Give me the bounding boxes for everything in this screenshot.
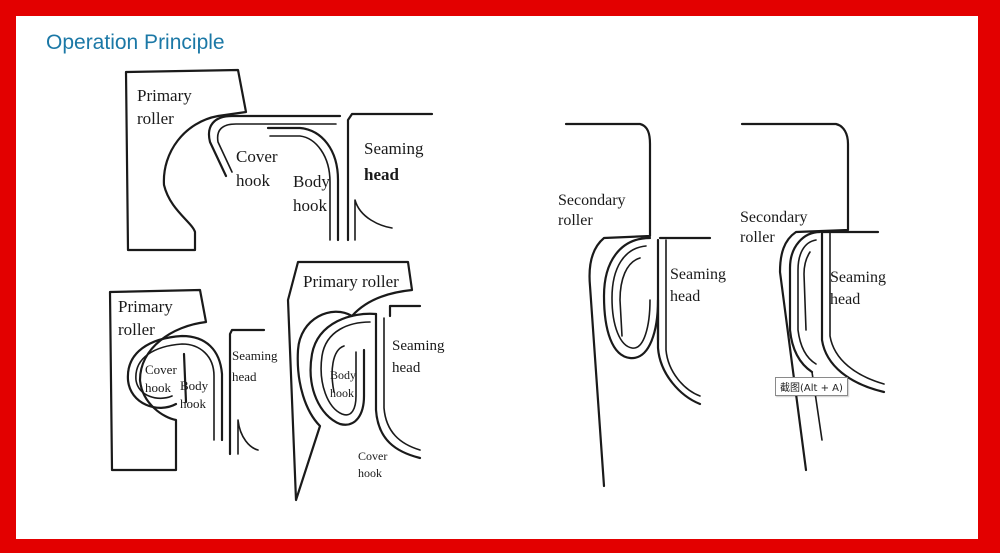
d1-label-seaming-1: Seaming: [364, 139, 424, 158]
d1-body-hook-inner: [269, 135, 331, 241]
d5-seam-outer: [788, 230, 822, 374]
d2-label-primary-2: roller: [118, 320, 155, 339]
d3-label-primary-roller: Primary roller: [303, 272, 399, 291]
d1-primary-roller-outline: [124, 68, 248, 252]
d2-label-seaming-2: head: [232, 369, 257, 384]
d4-label-secondary-1: Secondary: [558, 192, 626, 209]
d1-label-primary-1: Primary: [137, 86, 192, 105]
d3-body-wall: [374, 312, 422, 460]
diagram-4-secondary-initial: Secondary roller Seaming head: [558, 122, 726, 488]
d4-seam-inner: [619, 257, 641, 337]
d1-label-seaming-2: head: [364, 165, 400, 184]
d1-label-cover-2: hook: [236, 171, 271, 190]
d3-seam-mid: [320, 321, 371, 416]
diagram-3-primary-complete: Primary roller Body hook Seaming head Co…: [286, 260, 445, 502]
diagram-1-primary-initial: Primary roller Cover hook Body hook Seam…: [124, 68, 434, 252]
d3-primary-roller-outline: [286, 260, 414, 502]
d3-label-body-1: Body: [330, 368, 356, 382]
d3-label-body-2: hook: [330, 386, 354, 400]
d2-label-seaming-1: Seaming: [232, 348, 278, 363]
d2-primary-roller-outline: [108, 288, 208, 472]
d3-label-seaming-2: head: [392, 360, 421, 376]
d2-label-primary-1: Primary: [118, 297, 173, 316]
d5-body-wall-inner: [829, 231, 885, 385]
d1-cover-hook-inner: [216, 123, 337, 173]
d4-seam-mid: [611, 245, 651, 349]
d2-label-body-2: hook: [180, 396, 207, 411]
d4-seam-outer: [602, 236, 660, 360]
d2-body-hook: [182, 352, 188, 404]
d3-seam-outer: [309, 312, 378, 426]
d5-label-seaming-2: head: [830, 291, 860, 308]
d5-label-secondary-2: roller: [740, 229, 775, 246]
d4-body-wall: [656, 238, 702, 406]
d1-cover-hook: [207, 114, 342, 178]
d5-label-secondary-1: Secondary: [740, 209, 808, 226]
d3-label-cover-2: hook: [358, 466, 382, 480]
d2-label-cover-1: Cover: [145, 362, 177, 377]
d2-cover-hook-inner: [135, 343, 215, 441]
d3-seaming-head: [388, 304, 422, 318]
diagram-5-secondary-complete: Secondary roller Seaming head: [740, 122, 886, 472]
d3-seam-inner: [331, 345, 345, 393]
d1-body-hook: [266, 126, 340, 242]
d5-seam-mid: [797, 239, 817, 365]
d3-label-cover-1: Cover: [358, 449, 387, 463]
d5-seam-inner: [803, 251, 811, 331]
d2-label-cover-2: hook: [145, 380, 172, 395]
d4-label-seaming-2: head: [670, 288, 700, 305]
d5-secondary-roller-outline: [740, 122, 850, 472]
d3-body-wall-inner: [383, 317, 421, 451]
screenshot-tooltip: 截图(Alt + A): [775, 377, 848, 396]
d4-label-secondary-2: roller: [558, 212, 593, 229]
d4-label-seaming-1: Seaming: [670, 266, 726, 283]
d2-label-body-1: Body: [180, 378, 209, 393]
d4-secondary-roller-outline: [564, 122, 652, 488]
d2-cover-hook: [126, 334, 224, 442]
d1-label-cover-1: Cover: [236, 147, 278, 166]
diagram-2-primary-curling: Primary roller Cover hook Body hook Seam…: [108, 288, 278, 472]
d3-label-seaming-1: Seaming: [392, 338, 445, 354]
page-title: Operation Principle: [46, 31, 225, 54]
d1-seaming-head-wall: [354, 199, 393, 241]
d1-label-body-1: Body: [293, 172, 330, 191]
d2-seaming-head: [228, 328, 266, 456]
d1-seaming-head: [346, 112, 434, 242]
d4-body-wall-inner: [665, 239, 701, 397]
d5-body-wall: [820, 230, 886, 394]
d5-label-seaming-1: Seaming: [830, 269, 886, 286]
d1-label-body-2: hook: [293, 196, 328, 215]
d1-label-primary-2: roller: [137, 109, 174, 128]
d2-seaming-head-wall: [237, 419, 259, 455]
